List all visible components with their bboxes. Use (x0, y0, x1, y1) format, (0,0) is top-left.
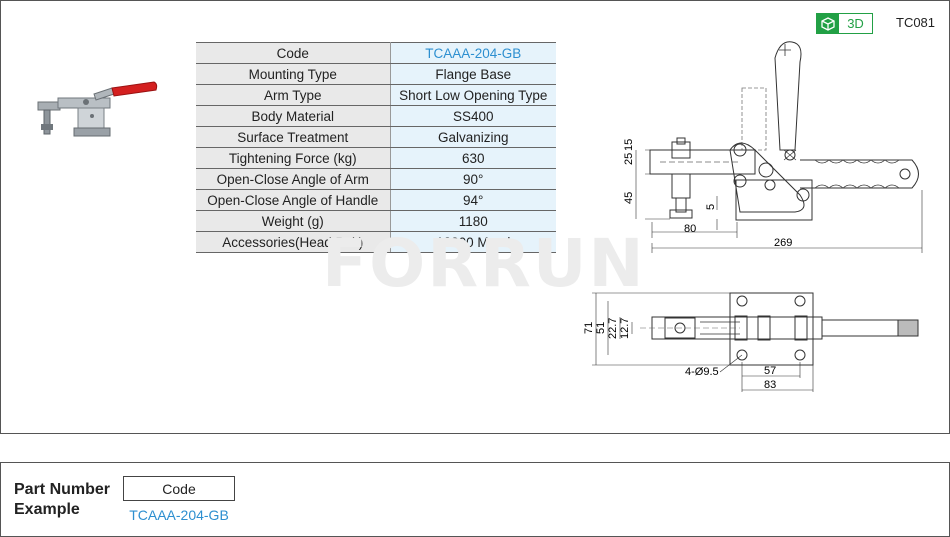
spec-key: Code (196, 42, 391, 64)
spec-code-value: TCAAA-204-GB (390, 42, 556, 64)
dim-71: 71 (583, 322, 595, 334)
spec-value: Flange Base (390, 63, 556, 85)
spec-row: Accessories(Head Bolt)12300 Metal (196, 231, 556, 253)
spec-value: Short Low Opening Type (390, 84, 556, 106)
3d-view-button[interactable]: 3D (816, 13, 873, 34)
dim-45: 45 (623, 192, 635, 204)
product-photo (34, 80, 160, 140)
spec-row: Tightening Force (kg)630 (196, 147, 556, 169)
cube-icon (817, 14, 839, 33)
spec-value: 94° (390, 189, 556, 211)
dim-22-7: 22.7 (607, 318, 619, 339)
spec-key: Tightening Force (kg) (196, 147, 391, 169)
spec-key: Open-Close Angle of Handle (196, 189, 391, 211)
dim-25: 25 (623, 153, 635, 165)
spec-value: 12300 Metal (390, 231, 556, 253)
dim-269: 269 (774, 237, 792, 249)
dim-15: 15 (623, 139, 635, 151)
spec-key: Body Material (196, 105, 391, 127)
dim-83: 83 (764, 379, 776, 391)
model-code: TC081 (896, 15, 936, 30)
spec-value: SS400 (390, 105, 556, 127)
spec-value: 90° (390, 168, 556, 190)
spec-key: Weight (g) (196, 210, 391, 232)
watermark: FORRUN (322, 225, 646, 302)
side-view-drawing: 25 15 45 5 80 269 (620, 38, 950, 253)
spec-key: Accessories(Head Bolt) (196, 231, 391, 253)
spec-key: Open-Close Angle of Arm (196, 168, 391, 190)
dim-5: 5 (705, 204, 717, 210)
code-example-value: TCAAA-204-GB (129, 507, 229, 523)
spec-key: Arm Type (196, 84, 391, 106)
code-header-box: Code (123, 476, 235, 501)
spec-key: Mounting Type (196, 63, 391, 85)
spec-row: Weight (g)1180 (196, 210, 556, 232)
dim-12-7: 12.7 (619, 318, 631, 339)
top-view-drawing: 71 51 22.7 12.7 4-Ø9.5 57 83 (578, 286, 950, 396)
3d-label: 3D (847, 16, 864, 31)
dim-holes: 4-Ø9.5 (685, 366, 719, 378)
spec-key: Surface Treatment (196, 126, 391, 148)
dim-80: 80 (684, 223, 696, 235)
dim-57: 57 (764, 365, 776, 377)
spec-value: 630 (390, 147, 556, 169)
dim-51: 51 (595, 322, 607, 334)
part-number-panel (0, 462, 950, 537)
part-number-label: Part Number Example (14, 481, 111, 518)
spec-value: Galvanizing (390, 126, 556, 148)
